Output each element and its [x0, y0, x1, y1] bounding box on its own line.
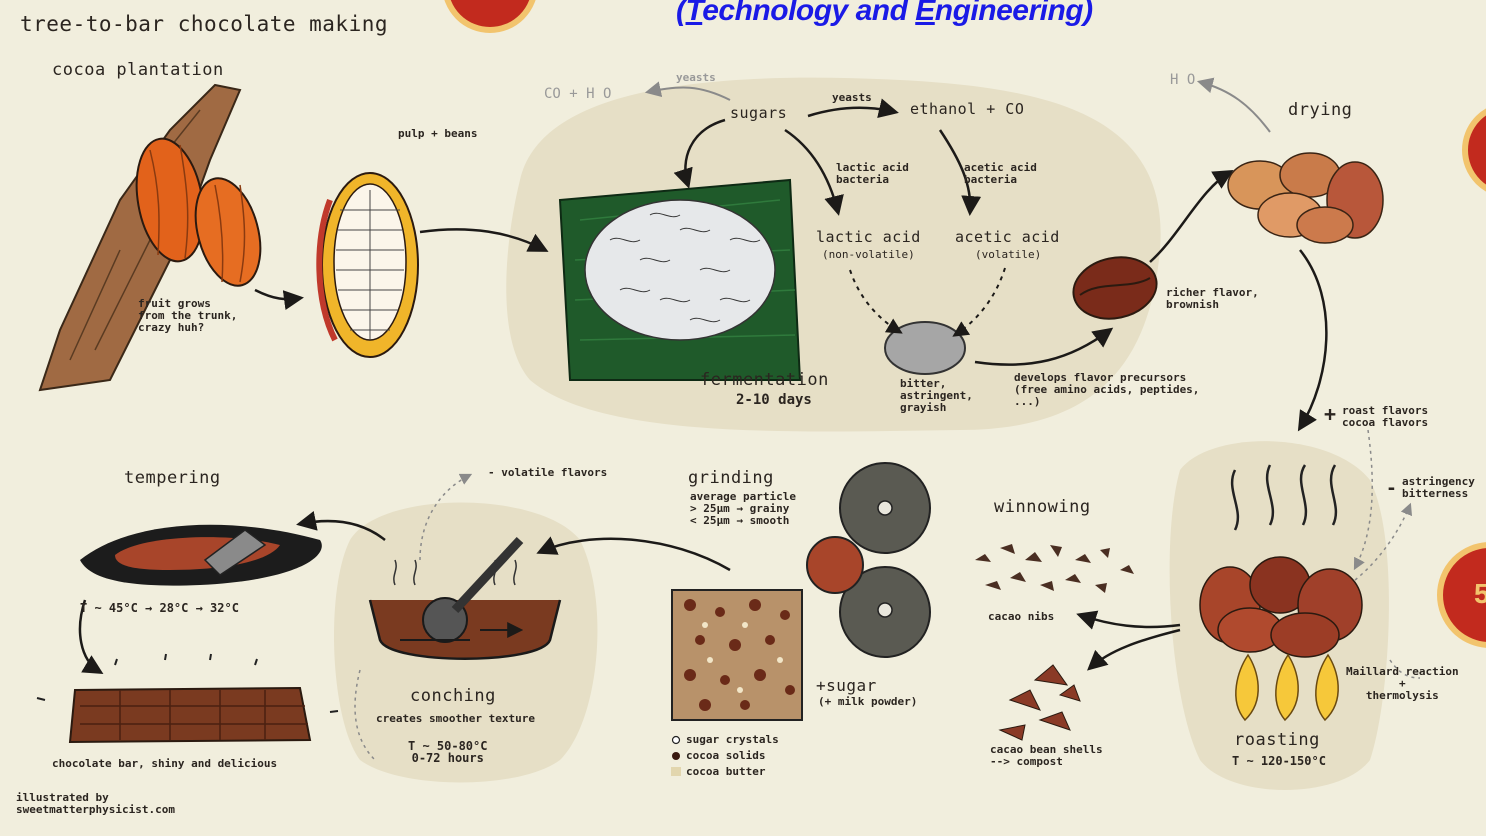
arrow-tree-to-pod [255, 290, 300, 299]
astringency-label: astringency bitterness [1402, 476, 1475, 500]
stage-fermentation-title: fermentation [700, 370, 829, 390]
arrow-roast-to-shells [1090, 630, 1180, 668]
credit-text: illustrated by sweetmatterphysicist.com [16, 792, 175, 816]
lab-label: lactic acid bacteria [836, 162, 909, 186]
stage-conching-title: conching [410, 686, 496, 706]
banner-letter-t: T [686, 0, 703, 27]
cacao-shells [1000, 665, 1080, 740]
stage-plantation-title: cocoa plantation [52, 60, 224, 80]
precursors-label: develops flavor precursors (free amino a… [1014, 372, 1199, 408]
legend-sugar-crystals: sugar crystals [686, 734, 779, 746]
fermentation-days: 2-10 days [736, 392, 812, 408]
roast-flavors-label: roast flavors cocoa flavors [1342, 405, 1428, 429]
stage-roasting-title: roasting [1234, 730, 1320, 750]
banner-text: (Technology and Engineering) [676, 0, 1093, 28]
badge-right-top [1465, 105, 1486, 195]
cocoa-mass-blob [807, 537, 863, 593]
roast-plus-sign: + [1324, 402, 1336, 426]
arrow-roast-to-nibs [1080, 615, 1180, 627]
plantation-note: fruit grows from the trunk, crazy huh? [138, 298, 237, 334]
flames [1236, 655, 1338, 720]
grinding-detail: average particle > 25µm → grainy < 25µm … [690, 491, 796, 527]
aab-label: acetic acid bacteria [964, 162, 1037, 186]
milk-label: (+ milk powder) [818, 696, 917, 708]
grayish-bean [885, 322, 965, 374]
maillard-label: Maillard reaction + thermolysis [1346, 666, 1459, 702]
sugars-label: sugars [730, 104, 787, 122]
conching-temp: T ~ 50-80°C 0-72 hours [408, 740, 487, 764]
ethanol-label: ethanol + CO [910, 100, 1024, 118]
astringency-minus-sign: - [1386, 478, 1397, 499]
legend-butter-swatch [671, 767, 681, 776]
co2-h2o-label: CO + H O [544, 86, 611, 102]
badge-top [445, 0, 535, 30]
nibs-label: cacao nibs [988, 611, 1054, 623]
lactic-sub: (non-volatile) [822, 249, 915, 261]
richer-flavor-label: richer flavor, brownish [1166, 287, 1259, 311]
stage-winnowing-title: winnowing [994, 497, 1091, 517]
pod-label: pulp + beans [398, 128, 477, 140]
chocolate-bar [70, 688, 310, 742]
fermenting-beans [585, 200, 775, 340]
h2o-label: H O [1170, 72, 1195, 88]
chocolate-bar-label: chocolate bar, shiny and delicious [52, 758, 277, 770]
bitter-label: bitter, astringent, grayish [900, 378, 973, 414]
cacao-nibs [975, 544, 1134, 593]
page-title: tree-to-bar chocolate making [20, 12, 388, 36]
legend-cocoa-butter: cocoa butter [686, 766, 765, 778]
stage-grinding-title: grinding [688, 468, 774, 488]
arrow-to-h2o [1200, 82, 1270, 132]
shells-label: cacao bean shells --> compost [990, 744, 1103, 768]
legend-cocoa-solids: cocoa solids [686, 750, 765, 762]
lactic-acid-label: lactic acid [816, 228, 921, 246]
arrow-drying-to-roasting [1300, 250, 1326, 428]
legend-sugar-dot [673, 737, 680, 744]
stage-drying-title: drying [1288, 100, 1352, 120]
banner-letter-e: E [915, 0, 935, 27]
acetic-acid-label: acetic acid [955, 228, 1060, 246]
legend-solids-dot [672, 752, 680, 760]
yeasts-right-label: yeasts [832, 92, 872, 104]
sugar-label: +sugar [816, 676, 877, 695]
badge-number: 5 [1474, 578, 1486, 610]
arrow-to-drying [1150, 172, 1230, 262]
conching-desc: creates smoother texture [376, 713, 535, 725]
tempering-temps: T ~ 45°C → 28°C → 32°C [80, 602, 239, 614]
yeasts-left-label: yeasts [676, 72, 716, 84]
roasting-temp: T ~ 120-150°C [1232, 755, 1326, 767]
acetic-sub: (volatile) [975, 249, 1041, 261]
volatile-label: - volatile flavors [488, 467, 607, 479]
roasting-beans [1200, 557, 1362, 657]
drying-beans [1228, 153, 1383, 243]
stage-tempering-title: tempering [124, 468, 221, 488]
